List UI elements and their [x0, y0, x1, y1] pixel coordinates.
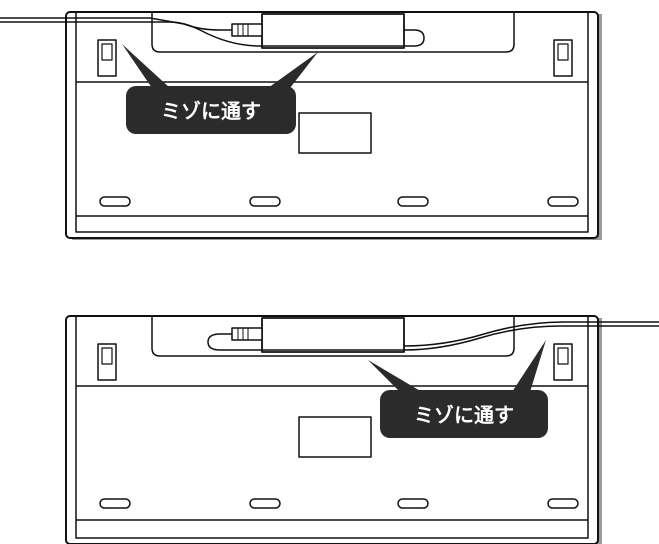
rubber-foot-1: [99, 498, 131, 509]
tilt-foot-left: [97, 39, 117, 77]
tilt-foot-right-slot: [557, 43, 569, 61]
cable-channel: [151, 316, 515, 357]
callout-pointer-2: [512, 340, 546, 392]
keyboard-inner-outline: [75, 11, 589, 233]
tilt-foot-left-slot: [101, 43, 113, 61]
rubber-foot-4: [547, 196, 579, 207]
tilt-foot-left-slot: [101, 347, 113, 365]
cable-connector: [231, 23, 263, 37]
label-plate: [298, 416, 372, 458]
callout-1: ミゾに通す: [122, 44, 318, 134]
keyboard-bottom-panel-1: [0, 11, 602, 240]
tilt-foot-right-slot: [557, 347, 569, 365]
rubber-foot-3: [397, 196, 429, 207]
cable-route-outer: [0, 17, 232, 31]
rubber-foot-2: [249, 498, 281, 509]
cable-housing: [261, 317, 405, 353]
cable-route-loop: [207, 325, 659, 351]
rubber-foot-2: [249, 196, 281, 207]
callout-label-1: ミゾに通す: [161, 99, 261, 123]
callout-box-1: [126, 86, 296, 134]
callout-label-2: ミゾに通す: [414, 403, 514, 427]
cable-route-outer: [403, 321, 659, 347]
callout-pointer-1: [122, 44, 170, 88]
keyboard-bottom-panel-2: [65, 315, 659, 544]
callout-2: ミゾに通す: [368, 340, 548, 438]
tilt-foot-left: [97, 343, 117, 381]
label-plate: [298, 112, 372, 154]
callout-pointer-2: [268, 52, 318, 88]
rubber-foot-3: [397, 498, 429, 509]
cable-housing: [261, 13, 405, 49]
cable-channel: [151, 12, 515, 53]
rubber-foot-1: [99, 196, 131, 207]
rubber-foot-4: [547, 498, 579, 509]
tilt-foot-right: [553, 343, 573, 381]
cable-connector: [231, 327, 263, 341]
tilt-foot-right: [553, 39, 573, 77]
keyboard-inner-outline: [75, 315, 589, 539]
callout-box-2: [380, 390, 548, 438]
callout-pointer-1: [368, 360, 422, 392]
